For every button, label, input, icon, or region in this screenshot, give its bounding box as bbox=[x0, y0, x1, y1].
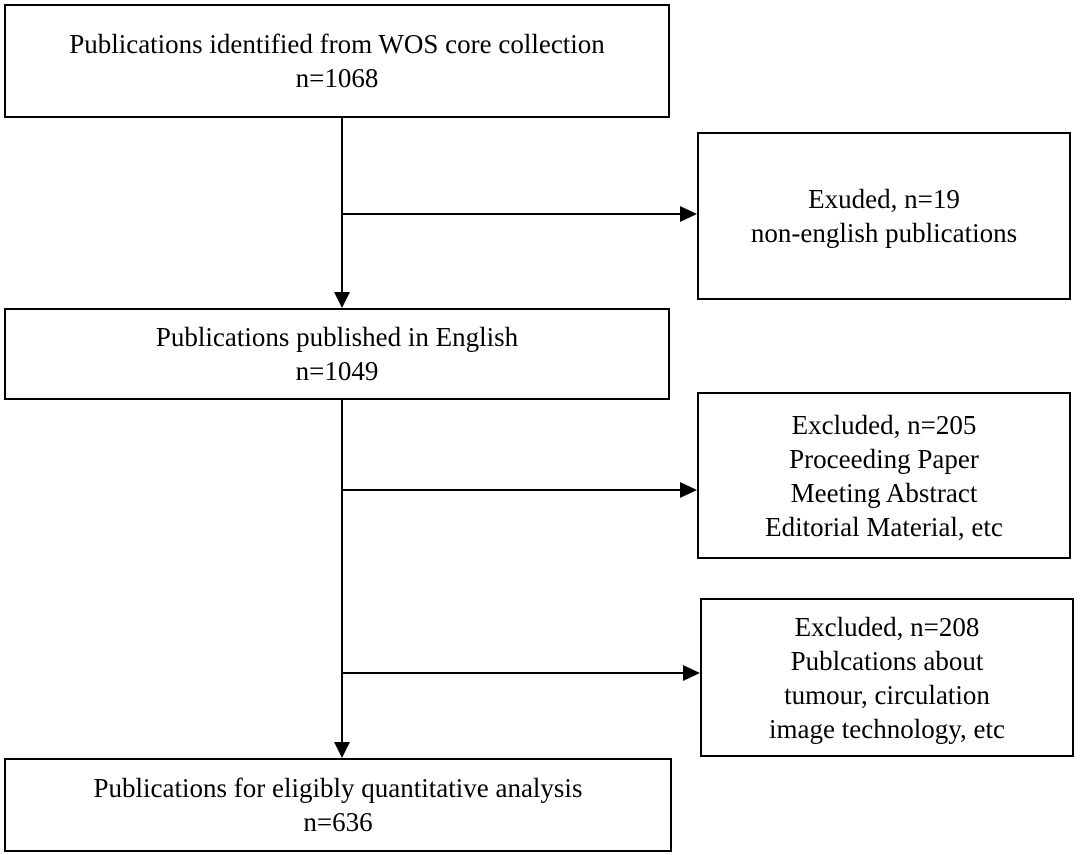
box-count: Excluded, n=205 bbox=[791, 409, 977, 440]
box-excluded-document-type: Excluded, n=205 Proceeding Paper Meeting… bbox=[697, 392, 1071, 559]
box-count: n=1049 bbox=[295, 356, 379, 386]
box-line: Publications identified from WOS core co… bbox=[69, 29, 605, 59]
arrowhead-to-excluded-topic bbox=[683, 665, 700, 681]
box-line: Publications for eligibly quantitative a… bbox=[93, 773, 583, 803]
box-line: tumour, circulation bbox=[784, 679, 990, 710]
arrowhead-to-final bbox=[334, 742, 350, 758]
box-line: Publications published in English bbox=[155, 322, 519, 352]
box-line: Proceeding Paper bbox=[789, 443, 979, 474]
box-excluded-non-english: Exuded, n=19 non-english publications bbox=[697, 132, 1071, 300]
box-line: Meeting Abstract bbox=[790, 477, 978, 508]
box-final-publications: Publications for eligibly quantitative a… bbox=[4, 758, 672, 852]
box-line: image technology, etc bbox=[769, 713, 1005, 744]
box-identified-publications: Publications identified from WOS core co… bbox=[4, 4, 670, 118]
box-count: Excluded, n=208 bbox=[794, 611, 980, 642]
box-count: n=1068 bbox=[295, 63, 379, 93]
box-line: Editorial Material, etc bbox=[765, 511, 1003, 542]
box-excluded-topic: Excluded, n=208 Publcations about tumour… bbox=[700, 598, 1074, 757]
arrowhead-to-english bbox=[334, 292, 350, 308]
box-line: Publcations about bbox=[790, 645, 984, 676]
box-count: n=636 bbox=[303, 807, 373, 837]
arrowhead-to-excluded-type bbox=[680, 482, 697, 498]
box-english-publications: Publications published in English n=1049 bbox=[4, 308, 670, 400]
arrowhead-to-excluded-language bbox=[680, 206, 697, 222]
box-line: non-english publications bbox=[750, 218, 1018, 248]
box-count: Exuded, n=19 bbox=[808, 184, 960, 214]
